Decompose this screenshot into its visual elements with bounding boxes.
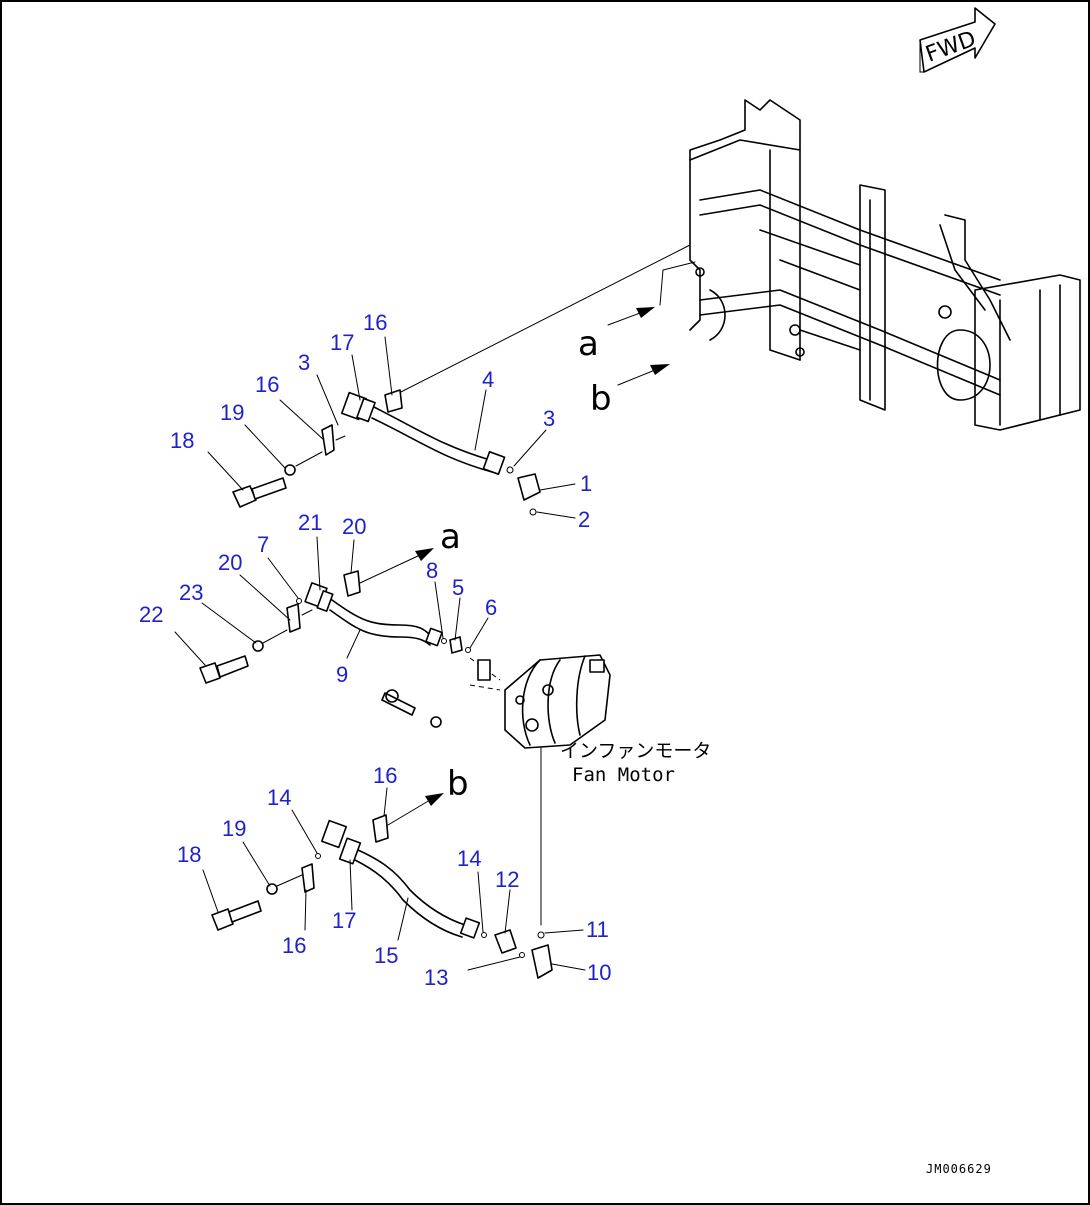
- bolt-22: [199, 662, 221, 684]
- callout-3: 3: [298, 350, 310, 375]
- callout-13: 13: [424, 965, 448, 990]
- callout-17: 17: [332, 908, 356, 933]
- fan-motor: インファンモータ Fan Motor: [381, 654, 711, 926]
- callout-2: 2: [578, 507, 590, 532]
- hose-4: [369, 404, 491, 461]
- hose-15: [357, 849, 466, 926]
- callout-22: 22: [139, 602, 163, 627]
- fan-motor-label-en: Fan Motor: [572, 764, 675, 786]
- callout-18: 18: [177, 842, 201, 867]
- ref-a-label: a: [578, 324, 599, 364]
- chassis-frame: [689, 99, 1081, 431]
- callout-16: 16: [282, 933, 306, 958]
- callout-6: 6: [485, 595, 497, 620]
- drawing-code: JM006629: [926, 1162, 992, 1176]
- callout-9: 9: [336, 662, 348, 687]
- clamp-16-upper: [384, 389, 403, 413]
- ref-b-label: b: [590, 379, 612, 419]
- callout-15: 15: [374, 943, 398, 968]
- callout-23: 23: [179, 580, 203, 605]
- fan-motor-label-jp: インファンモータ: [560, 740, 711, 762]
- callout-19: 19: [220, 400, 244, 425]
- callout-7: 7: [257, 532, 269, 557]
- callout-4: 4: [482, 367, 494, 392]
- callout-21: 21: [298, 510, 322, 535]
- callout-19: 19: [222, 816, 246, 841]
- clamp-20-lower: [286, 603, 301, 633]
- callout-8: 8: [426, 558, 438, 583]
- bolt-18-upper: [232, 485, 257, 508]
- ref-marker-b-upper: b: [590, 364, 670, 419]
- callout-16: 16: [255, 372, 279, 397]
- callout-5: 5: [452, 575, 464, 600]
- callout-11: 11: [586, 917, 609, 942]
- elbow-1: [517, 473, 541, 501]
- callout-16: 16: [363, 310, 387, 335]
- forward-arrow-icon: [919, 7, 996, 73]
- callout-3: 3: [543, 406, 555, 431]
- callout-17: 17: [330, 330, 354, 355]
- clamp-16-lower-c: [301, 863, 315, 893]
- ref-b-arrow-label: b: [447, 764, 469, 804]
- callout-16: 16: [373, 763, 397, 788]
- callout-1: 1: [580, 471, 592, 496]
- clamp-16-lower-a: [321, 424, 335, 456]
- forward-direction-badge: FWD: [919, 7, 996, 73]
- clamp-20-upper: [343, 570, 361, 597]
- hose-assembly-middle: a: [199, 517, 471, 684]
- callout-14: 14: [267, 785, 291, 810]
- callout-leaders: [174, 336, 586, 971]
- callout-14: 14: [457, 846, 481, 871]
- fitting-5: [449, 636, 463, 654]
- clamp-16-lower-b: [372, 814, 389, 843]
- hose-assembly-lower: b: [211, 764, 553, 979]
- callout-20: 20: [218, 550, 242, 575]
- callout-10: 10: [587, 960, 611, 985]
- fitting-12: [494, 929, 517, 954]
- ref-a-arrow-label: a: [440, 517, 461, 557]
- callout-12: 12: [495, 867, 519, 892]
- callout-20: 20: [342, 514, 366, 539]
- callouts: 16 17 3 16 19 18 4 3 1 2 21 20 7 20 23 2…: [139, 310, 611, 990]
- hose-assembly-upper: [232, 389, 541, 516]
- bolt-18-lower: [211, 908, 234, 931]
- elbow-10: [531, 944, 553, 979]
- callout-18: 18: [170, 428, 194, 453]
- ref-marker-a-upper: a: [578, 261, 696, 364]
- hose-9: [331, 599, 431, 636]
